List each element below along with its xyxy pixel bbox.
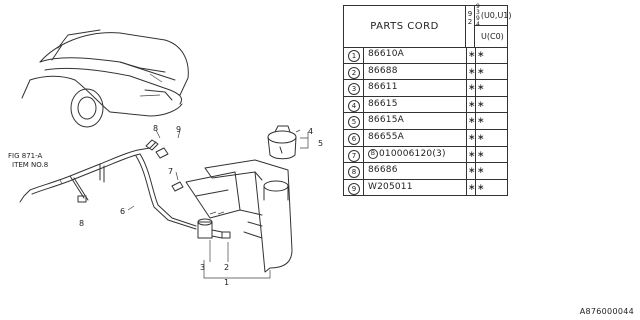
row-number: 4 bbox=[348, 99, 360, 112]
part-code: 86615 bbox=[368, 99, 398, 109]
callout-5-upper: 5 bbox=[318, 139, 323, 148]
row-number: 2 bbox=[348, 66, 360, 79]
row-number: 1 bbox=[348, 50, 360, 62]
model-column-u0-u1: 9 3 9 4 (U0,U1) bbox=[475, 2, 512, 28]
applicability-mark: ∗ bbox=[468, 166, 476, 177]
applicability-mark: ∗ bbox=[477, 66, 485, 77]
applicability-mark: ∗ bbox=[468, 133, 476, 143]
row-number: 8 bbox=[348, 166, 360, 179]
part-code-text: 010006120(3) bbox=[379, 148, 446, 159]
table-row: 1 86610A ∗∗ bbox=[344, 47, 507, 64]
part-code-text: W205011 bbox=[368, 181, 413, 192]
applicability-mark: ∗ bbox=[468, 149, 476, 160]
model-u0-u1-label: (U0,U1) bbox=[480, 11, 512, 20]
applicability-mark: ∗ bbox=[477, 149, 485, 160]
year-93-94-label: 9 3 9 4 bbox=[476, 2, 480, 28]
table-row: 4 86615 ∗∗ bbox=[344, 96, 507, 114]
table-header-title: PARTS CORD bbox=[344, 6, 466, 47]
part-code: 86611 bbox=[368, 82, 398, 92]
catalog-code: A876000044 bbox=[579, 307, 634, 316]
model-uc0-label: U(C0) bbox=[481, 32, 504, 41]
row-number: 5 bbox=[348, 116, 360, 129]
bolt-symbol: B bbox=[368, 148, 378, 159]
applicability-mark: ∗ bbox=[468, 50, 476, 60]
applicability-mark: ∗ bbox=[477, 83, 485, 94]
part-code: 86610A bbox=[368, 49, 404, 59]
applicability-mark: ∗ bbox=[468, 83, 476, 94]
row-number: 3 bbox=[348, 83, 360, 96]
table-row: 9 W205011 ∗∗ bbox=[344, 179, 507, 197]
table-row: 8 86686 ∗∗ bbox=[344, 163, 507, 180]
part-code: W205011 bbox=[368, 182, 413, 192]
callout-9: 9 bbox=[176, 125, 181, 134]
table-header: PARTS CORD 9 2 9 3 9 4 (U0,U1) U(C0) bbox=[344, 2, 512, 48]
fig-reference-line2: ITEM NO.8 bbox=[12, 161, 48, 169]
part-code-text: 86615A bbox=[368, 115, 404, 126]
row-number: 9 bbox=[348, 182, 360, 195]
part-code: 86615A bbox=[368, 115, 404, 125]
applicability-mark: ∗ bbox=[477, 166, 485, 177]
callout-7: 7 bbox=[168, 167, 173, 176]
part-code-text: 86611 bbox=[368, 82, 398, 93]
callout-2: 2 bbox=[224, 263, 229, 272]
table-row: 6 86655A ∗∗ bbox=[344, 130, 507, 147]
callout-3: 3 bbox=[200, 263, 205, 272]
filler-cap bbox=[267, 125, 297, 160]
part-code-text: 86610A bbox=[368, 49, 404, 59]
callout-4: 4 bbox=[308, 127, 313, 136]
applicability-mark: ∗ bbox=[468, 116, 476, 127]
hose-assembly bbox=[19, 129, 197, 230]
table-row: 5 86615A ∗∗ bbox=[344, 113, 507, 130]
part-code-text: 86686 bbox=[368, 165, 398, 176]
applicability-mark: ∗ bbox=[468, 99, 476, 110]
part-code: 86655A bbox=[368, 132, 404, 142]
year-column-92: 9 2 bbox=[466, 6, 475, 47]
part-code: 86688 bbox=[368, 66, 398, 76]
callout-6: 6 bbox=[120, 207, 125, 216]
applicability-mark: ∗ bbox=[477, 99, 485, 110]
table-row: 2 86688 ∗∗ bbox=[344, 63, 507, 81]
car-illustration bbox=[21, 29, 189, 128]
row-number: 6 bbox=[348, 133, 360, 145]
model-column-uc0: U(C0) bbox=[475, 26, 508, 47]
applicability-mark: ∗ bbox=[468, 182, 476, 193]
leader-lines bbox=[59, 129, 309, 279]
part-code-text: 86688 bbox=[368, 65, 398, 76]
part-code: 86686 bbox=[368, 165, 398, 175]
applicability-mark: ∗ bbox=[477, 133, 485, 143]
applicability-mark: ∗ bbox=[477, 50, 485, 60]
applicability-mark: ∗ bbox=[477, 116, 485, 127]
fig-reference-line1: FIG 871-A bbox=[8, 152, 42, 160]
row-number: 7 bbox=[348, 149, 360, 162]
callout-8-upper: 8 bbox=[153, 124, 158, 133]
table-row: 3 86611 ∗∗ bbox=[344, 80, 507, 97]
part-code-text: 86615 bbox=[368, 98, 398, 109]
callout-1: 1 bbox=[224, 278, 229, 287]
callout-8-lower: 8 bbox=[79, 219, 84, 228]
applicability-mark: ∗ bbox=[477, 182, 485, 193]
part-code-text: 86655A bbox=[368, 132, 404, 142]
applicability-mark: ∗ bbox=[468, 66, 476, 77]
washer-tank bbox=[185, 159, 293, 273]
